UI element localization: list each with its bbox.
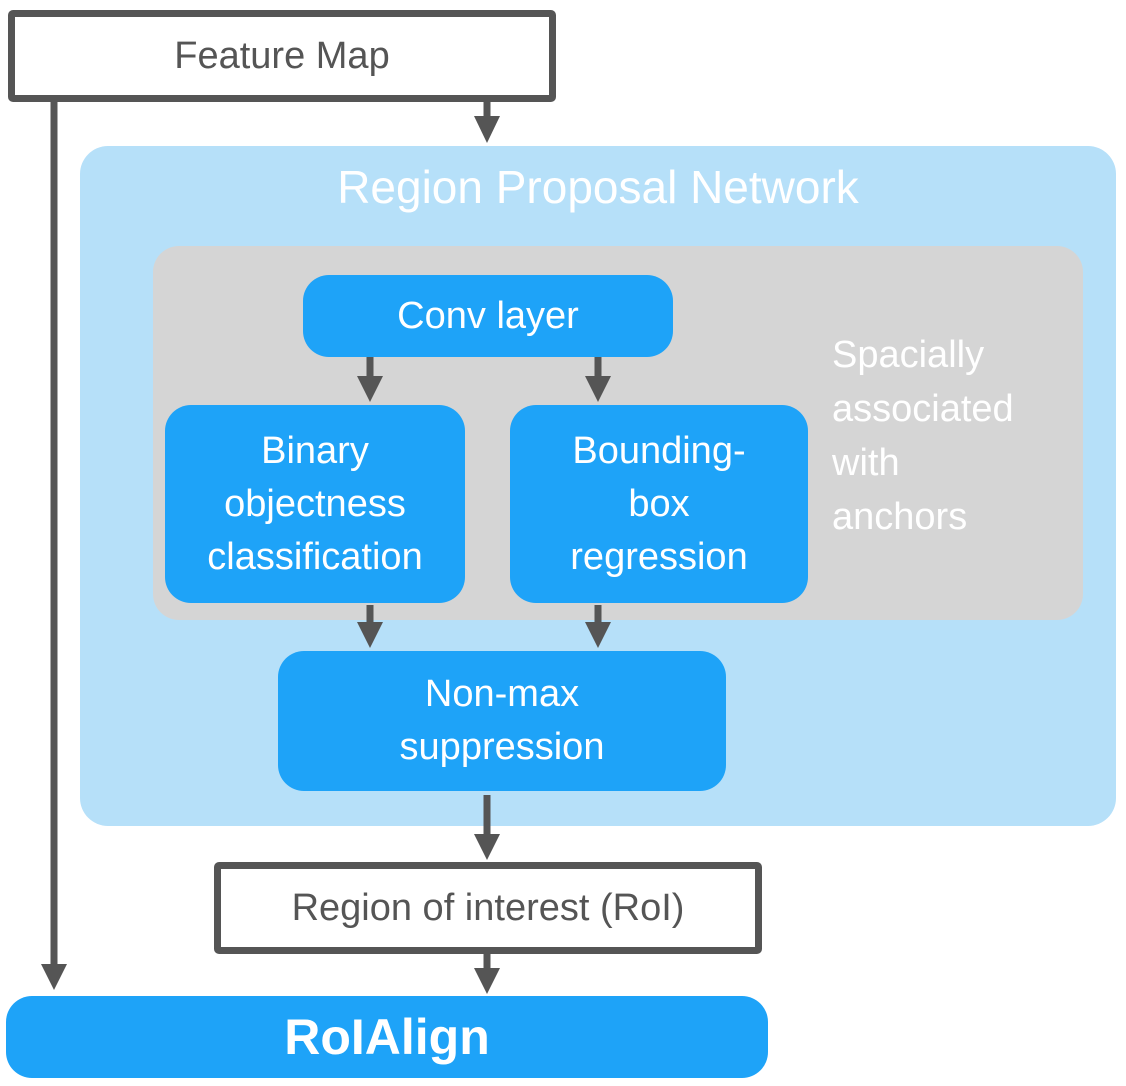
arrowhead-feature-to-roialign (41, 964, 67, 990)
classification-node: Binary objectness classification (165, 405, 465, 603)
rpn-title: Region Proposal Network (337, 161, 859, 213)
arrowhead-conv-to-classification (357, 376, 383, 402)
nms-node: Non-max suppression (278, 651, 726, 791)
roi-box: Region of interest (RoI) (214, 862, 762, 954)
arrowhead-conv-to-regression (585, 376, 611, 402)
arrowhead-regression-to-nms (585, 622, 611, 648)
feature-map-box: Feature Map (8, 10, 556, 102)
anchor-note: Spacially associated with anchors (832, 334, 1014, 538)
arrowhead-feature-to-rpn (474, 116, 500, 143)
roialign-node: RoIAlign (6, 996, 768, 1078)
arrowhead-roi-to-roialign (474, 968, 500, 994)
conv-layer-node: Conv layer (303, 275, 673, 357)
regression-node: Bounding- box regression (510, 405, 808, 603)
arrowhead-classification-to-nms (357, 622, 383, 648)
roi-label: Region of interest (RoI) (291, 886, 685, 929)
arrowhead-nms-to-roi (474, 834, 500, 860)
feature-map-label: Feature Map (174, 34, 390, 77)
roialign-label: RoIAlign (284, 1009, 490, 1065)
